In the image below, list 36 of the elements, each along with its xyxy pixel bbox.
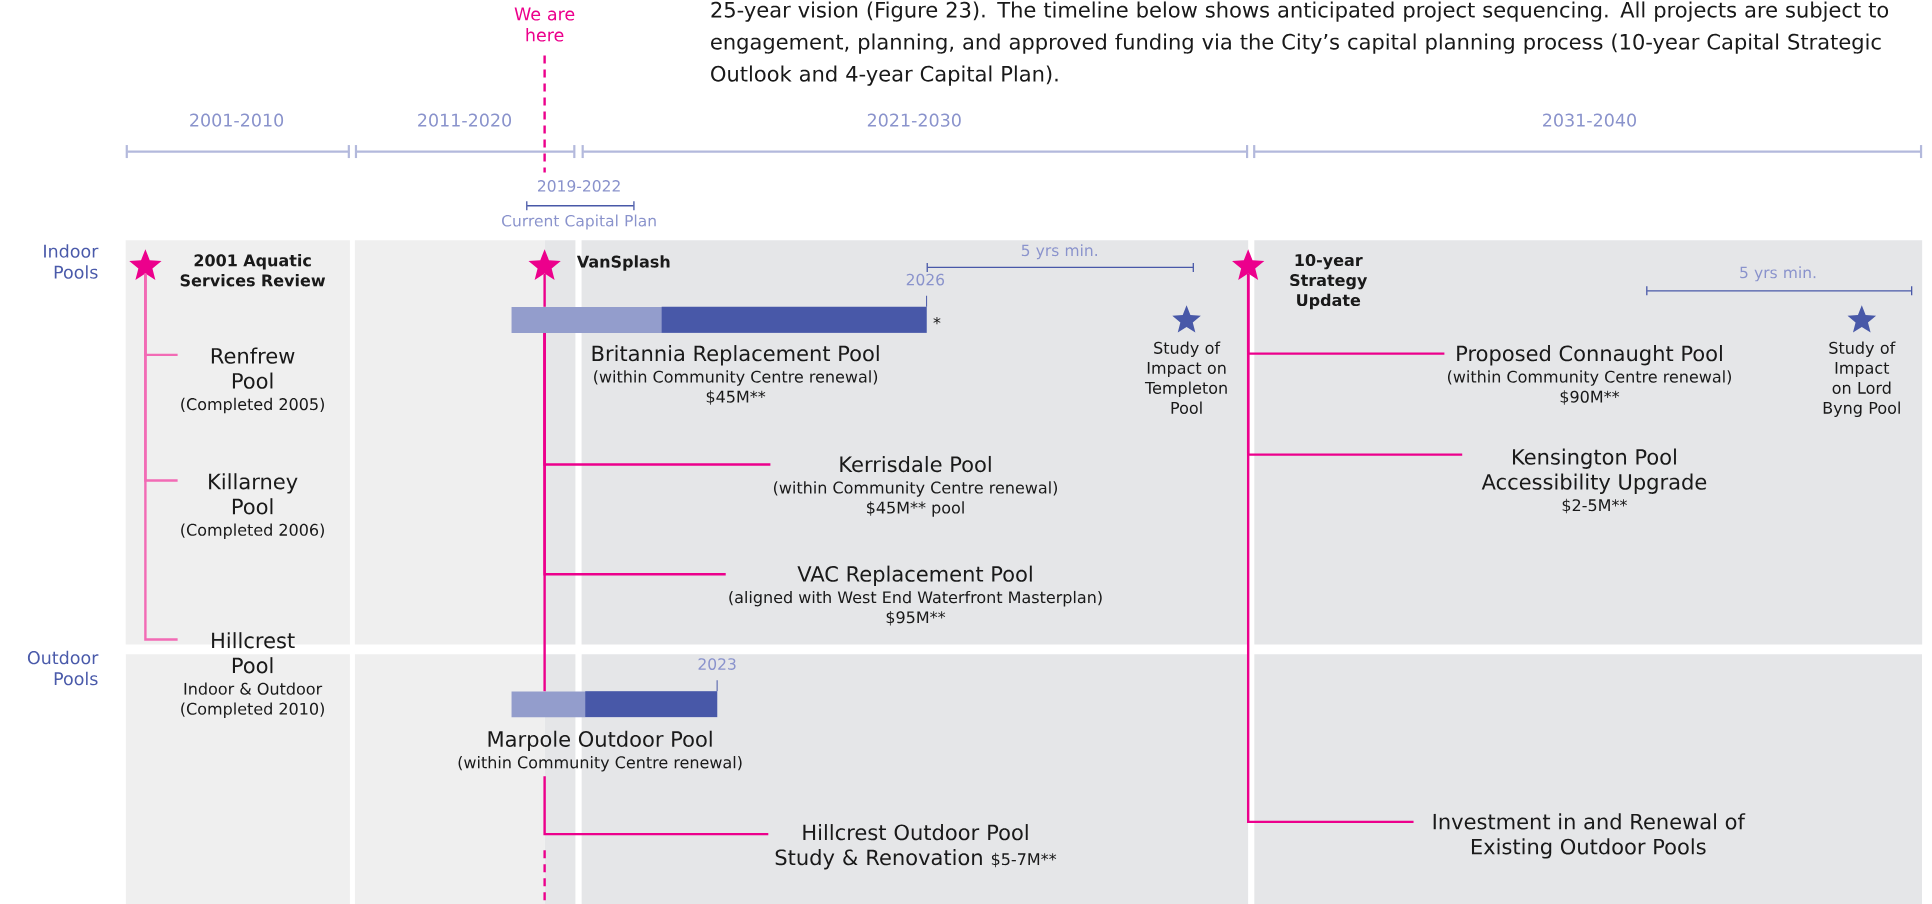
connector-line xyxy=(543,273,546,307)
project-label: Kerrisdale Pool (within Community Centre renewal) $45M** pool xyxy=(774,455,1057,517)
study-label: Study of Impact on Templeton Pool xyxy=(1144,341,1227,414)
project-label: VAC Replacement Pool (aligned with West End Waterfront Masterplan) $95M** xyxy=(729,565,1102,626)
project-label: Investment in and Renewal of Existing Outdoor Pools xyxy=(1433,813,1746,859)
era-label: 2011-2020 xyxy=(418,113,512,127)
connector-line xyxy=(144,273,178,641)
period-label: 2019-2022 xyxy=(538,179,620,192)
connector-line xyxy=(543,776,769,836)
milestone-label: 2001 Aquatic Services Review xyxy=(180,253,326,287)
year-label: 2023 xyxy=(698,658,736,670)
project-label: Britannia Replacement Pool (within Community Centre renewal) $45M** xyxy=(592,344,879,405)
connector-line xyxy=(543,332,546,692)
row-label: Indoor Pools xyxy=(44,244,99,279)
connector-line xyxy=(1247,273,1414,823)
row-label: Outdoor Pools xyxy=(27,650,99,686)
era-label: 2021-2030 xyxy=(867,113,961,127)
project-label: Proposed Connaught Pool (within Community Centre renewal) $90M** xyxy=(1448,344,1731,405)
period-label: Current Capital Plan xyxy=(502,214,656,230)
project-label: Kensington Pool Accessibility Upgrade $2-5M** xyxy=(1481,448,1707,514)
milestone-label: VanSplash xyxy=(576,255,670,271)
project-label: Killarney Pool (Completed 2006) xyxy=(181,473,324,539)
project-label: Renfrew Pool (Completed 2005) xyxy=(181,347,324,414)
year-label: 2026 xyxy=(906,273,945,286)
era-label: 2031-2040 xyxy=(1543,113,1636,127)
marker-label: We are here xyxy=(514,7,575,42)
era-label: 2001-2010 xyxy=(190,113,284,127)
project-label: Hillcrest Outdoor Pool Study & Renovation $5-7M** xyxy=(775,823,1057,870)
project-label: Marpole Outdoor Pool (within Community Centre renewal) xyxy=(458,730,742,772)
project-label: Hillcrest Pool Indoor & Outdoor (Completed 2010) xyxy=(181,631,324,718)
dimension-label: 5 yrs min. xyxy=(1740,266,1816,282)
dimension-label: 5 yrs min. xyxy=(1021,244,1097,259)
body-paragraph: 25-year vision (Figure 23). The timeline below shows anticipated project sequencing. All projects are subject to engagement, planning, and approved funding via the City’s capital planning process (10-year Capital Strategic Outlook and 4-year Capital Plan). xyxy=(711,1,1889,86)
footnote-mark: * xyxy=(933,316,941,324)
study-label: Study of Impact on Lord Byng Pool xyxy=(1823,341,1900,417)
milestone-label: 10-year Strategy Update xyxy=(1290,253,1368,310)
